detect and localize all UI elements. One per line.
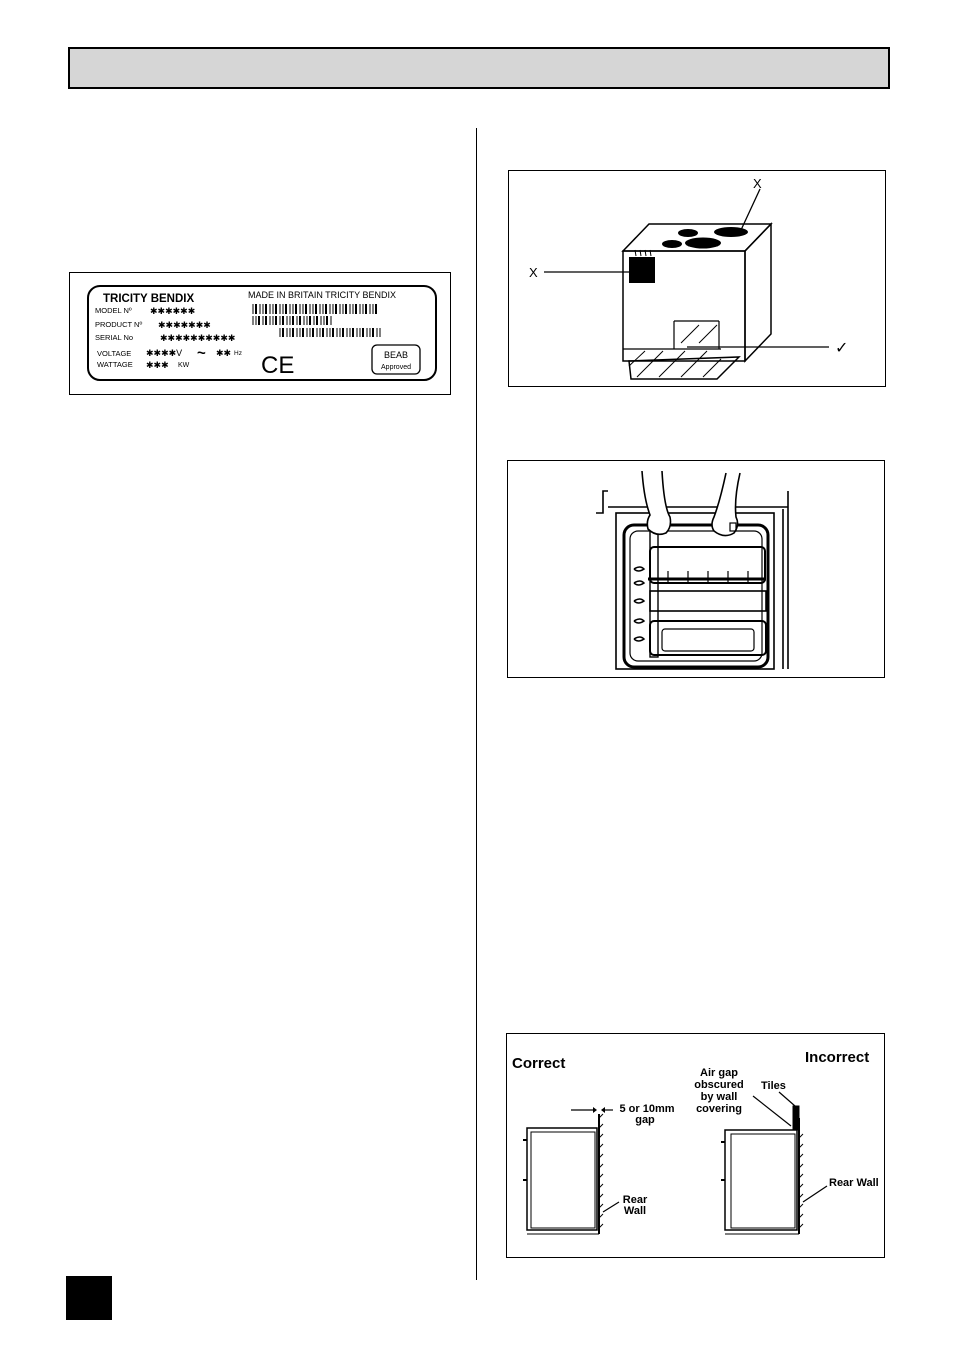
section-header-bar [68,47,890,89]
barcode-3 [279,328,381,337]
airgap-label-line4: covering [696,1103,742,1115]
correct-heading: Correct [512,1055,565,1072]
gap-label-line1: 5 or 10mm [619,1103,674,1115]
plate-serial-value: ✱✱✱✱✱✱✱✱✱✱ [160,333,235,343]
plate-made-in: MADE IN BRITAIN TRICITY BENDIX [248,290,396,300]
barcode-2 [252,316,332,325]
plate-serial-label: SERIAL No [95,333,133,342]
plate-kw-unit: KW [178,362,190,369]
plate-wattage-label: WATTAGE [97,360,133,369]
cooker-tick-label: ✓ [835,340,848,357]
rear-wall-left-line2: Wall [624,1205,646,1217]
oven-shelf-figure [507,460,885,678]
plate-model-label: MODEL Nº [95,306,132,315]
plate-model-value: ✱✱✱✱✱✱ [150,306,195,316]
incorrect-heading: Incorrect [805,1049,869,1066]
plate-product-label: PRODUCT Nº [95,320,142,329]
cooker-clearance-figure: X X ✓ [508,170,886,387]
barcode-1 [252,304,377,314]
beab-logo-title: BEAB [384,350,408,360]
plate-hz-unit: Hz [234,350,242,357]
airgap-label-line3: by wall [701,1091,738,1103]
plate-voltage-label: VOLTAGE [97,349,131,358]
page-number-box [66,1276,112,1320]
plate-voltage-value: ✱✱✱✱V [146,348,182,358]
plate-product-value: ✱✱✱✱✱✱✱ [158,320,211,330]
plate-tilde: ~ [197,345,206,362]
plate-wattage-value: ✱✱✱ [146,360,169,370]
cooker-x-top-label: X [753,176,762,191]
column-divider [476,128,477,1280]
plate-hz-value: ✱✱ [216,348,231,358]
correct-cooker-drawing [523,1114,600,1235]
airgap-label-line1: Air gap [700,1067,738,1079]
rear-wall-right-label: Rear Wall [829,1177,879,1189]
gap-label-line2: gap [635,1114,655,1126]
air-gap-figure: Correct Incorrect 5 or 10mm gap Rear Wal… [506,1033,885,1258]
airgap-label-line2: obscured [694,1079,744,1091]
tiles-label: Tiles [761,1080,786,1092]
cooker-x-left-label: X [529,265,538,280]
plate-brand: TRICITY BENDIX [103,293,194,305]
beab-logo-sub: Approved [381,364,411,371]
rear-wall-left-line1: Rear [623,1194,648,1206]
incorrect-cooker-drawing [721,1105,800,1235]
ce-mark: CE [261,352,294,379]
rating-plate-figure: TRICITY BENDIX MADE IN BRITAIN TRICITY B… [69,272,451,395]
